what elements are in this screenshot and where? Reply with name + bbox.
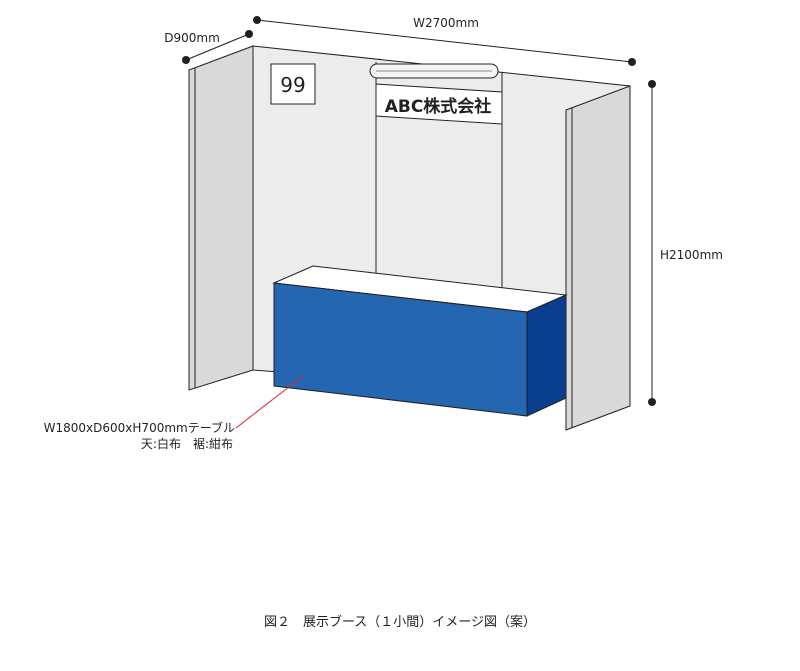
table-note-line1: W1800xD600xH700mmテーブル bbox=[44, 420, 235, 435]
table-side bbox=[526, 294, 567, 417]
company-sign-board bbox=[375, 83, 503, 125]
right-side-wall bbox=[565, 85, 631, 431]
width-dimension-start-dot bbox=[253, 16, 261, 24]
left-side-wall bbox=[188, 45, 254, 391]
width-dimension-label: W2700mm bbox=[413, 16, 479, 30]
depth-dimension-start-dot bbox=[182, 56, 190, 64]
width-dimension-line bbox=[256, 19, 633, 63]
booth-number-plate bbox=[270, 63, 316, 105]
height-dimension-top-dot bbox=[648, 80, 656, 88]
height-dimension-label: H2100mm bbox=[660, 248, 723, 262]
height-dimension-bottom-dot bbox=[648, 398, 656, 406]
booth-number: 99 bbox=[280, 73, 305, 97]
company-sign-text: ABC株式会社 bbox=[385, 96, 492, 117]
table-front bbox=[273, 282, 528, 417]
figure-caption: 図２ 展示ブース（１小間）イメージ図（案） bbox=[264, 614, 536, 630]
table-leader-line bbox=[235, 375, 304, 429]
depth-dimension-line bbox=[185, 33, 250, 61]
depth-dimension-label: D900mm bbox=[164, 31, 220, 45]
table-note-line2: 天:白布 裾:紺布 bbox=[141, 436, 233, 451]
depth-dimension-end-dot bbox=[245, 30, 253, 38]
width-dimension-end-dot bbox=[628, 58, 636, 66]
